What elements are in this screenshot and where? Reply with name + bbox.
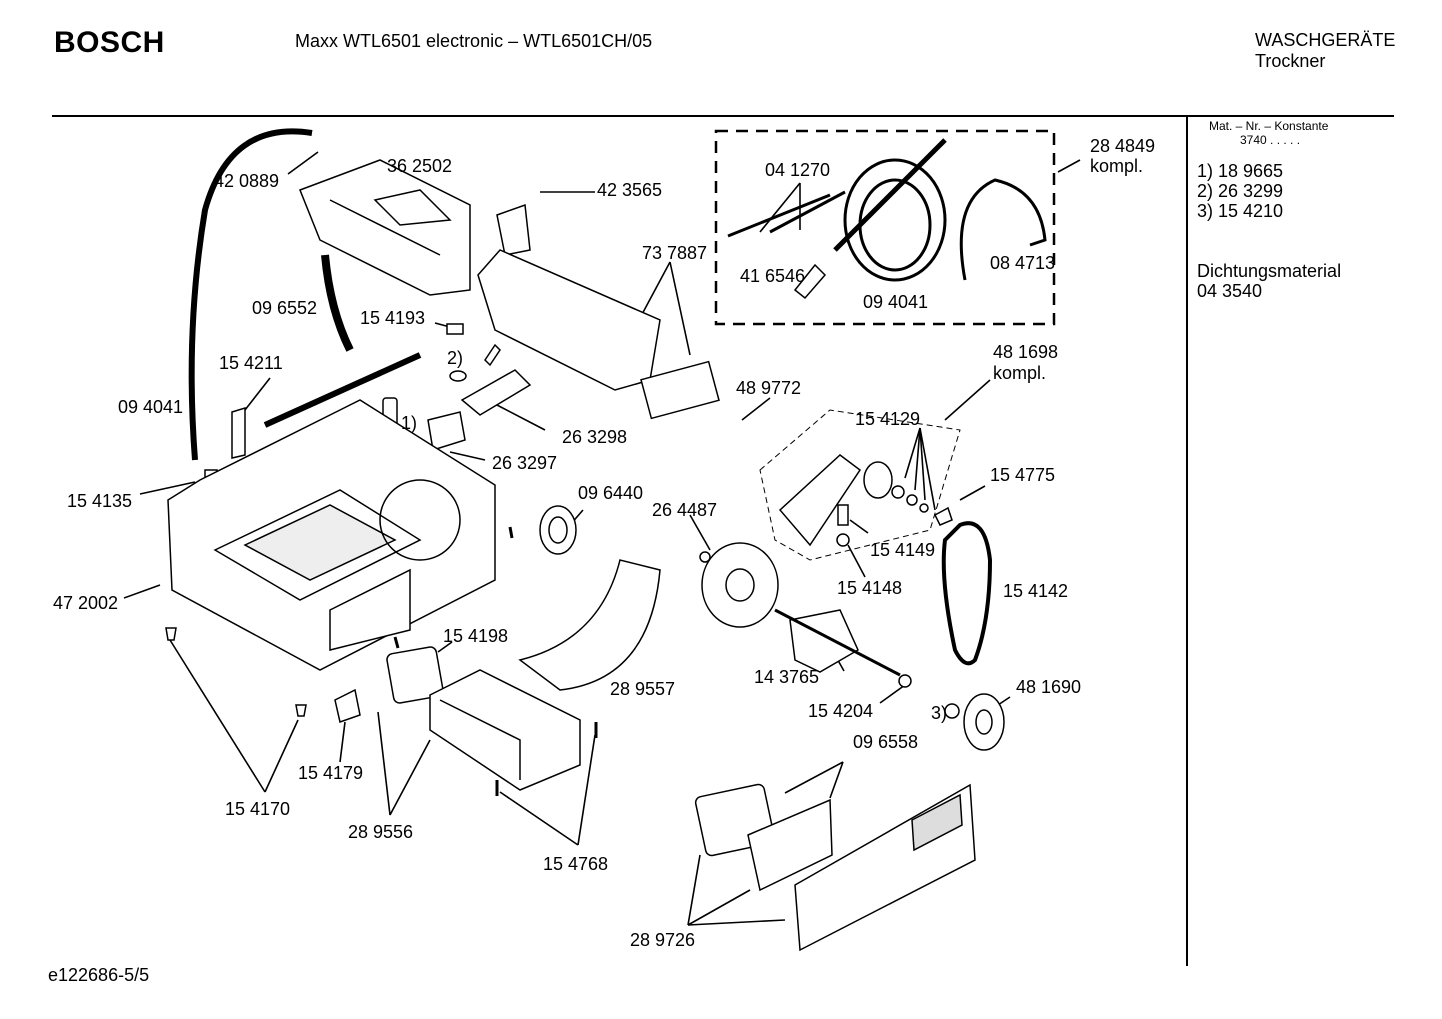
label-26-4487: 26 4487 — [652, 500, 718, 520]
water-tank — [477, 249, 661, 391]
sidebar-constant: Mat. – Nr. – Konstante 3740 . . . . . — [1197, 119, 1328, 147]
coiled-hose — [843, 158, 947, 282]
pulley-15-4129 — [863, 461, 893, 499]
category-block: WASCHGERÄTE Trockner — [1255, 30, 1395, 72]
label-26-3298: 26 3298 — [562, 427, 628, 447]
label-09-4041-kit: 09 4041 — [863, 292, 929, 312]
label-15-4211: 15 4211 — [219, 353, 283, 373]
label-48-1690: 48 1690 — [1016, 677, 1082, 697]
sidebar-sealing: Dichtungsmaterial 04 3540 — [1197, 261, 1341, 301]
label-42-0889: 42 0889 — [214, 171, 280, 191]
model-title: Maxx WTL6501 electronic – WTL6501CH/05 — [295, 31, 653, 51]
label-28-9556: 28 9556 — [348, 822, 414, 842]
leader-lines — [123, 151, 1081, 926]
label-15-4204: 15 4204 — [808, 701, 874, 721]
brand-logo: BOSCH — [54, 26, 165, 59]
label-14-3765: 14 3765 — [754, 667, 820, 687]
motor — [789, 609, 859, 673]
label-note-3: 3) — [931, 703, 948, 723]
label-15-4142: 15 4142 — [1003, 581, 1069, 601]
category-line-2: Trockner — [1255, 51, 1326, 71]
label-73-7887: 73 7887 — [642, 243, 708, 263]
sealing-label: Dichtungsmaterial — [1197, 261, 1342, 281]
label-15-4148: 15 4148 — [837, 578, 903, 598]
tensioner-arm — [778, 454, 862, 547]
hose-adapter — [793, 263, 827, 300]
tank-handle — [640, 360, 720, 420]
door-inner-frame — [747, 798, 833, 892]
label-note-2: 2) — [447, 348, 464, 368]
note-3: 3) 15 4210 — [1197, 201, 1284, 221]
filter-seal — [386, 646, 444, 704]
label-04-1270: 04 1270 — [765, 160, 831, 180]
label-09-6558: 09 6558 — [853, 732, 919, 752]
label-15-4775: 15 4775 — [990, 465, 1056, 485]
note-2: 2) 26 3299 — [1197, 181, 1284, 201]
label-48-1698: 48 1698 — [993, 342, 1059, 362]
label-41-6546: 41 6546 — [740, 266, 806, 286]
bracket-26-3298 — [460, 369, 532, 416]
label-26-3297: 26 3297 — [492, 453, 558, 473]
drive-belt — [941, 521, 993, 666]
label-15-4170: 15 4170 — [225, 799, 291, 819]
label-36-2502: 36 2502 — [387, 156, 453, 176]
water-cup — [496, 203, 531, 256]
note-1: 1) 18 9665 — [1197, 161, 1284, 181]
label-15-4179: 15 4179 — [298, 763, 364, 783]
label-kompl-1: kompl. — [1090, 156, 1144, 176]
label-09-4041-hose: 09 4041 — [118, 397, 184, 417]
drawing-code: e122686-5/5 — [48, 965, 150, 985]
hose-bracket — [959, 178, 1047, 281]
label-15-4768: 15 4768 — [543, 854, 609, 874]
switch-26-3297 — [427, 411, 466, 451]
label-15-4198: 15 4198 — [443, 626, 509, 646]
label-09-6440: 09 6440 — [578, 483, 644, 503]
label-28-4849: 28 4849 — [1090, 136, 1156, 156]
label-15-4193: 15 4193 — [360, 308, 426, 328]
constant-value: 3740 . . . . . — [1240, 133, 1301, 147]
fluff-filter — [429, 669, 581, 791]
sealing-number: 04 3540 — [1197, 281, 1263, 301]
label-42-3565: 42 3565 — [597, 180, 663, 200]
label-kompl-2: kompl. — [993, 363, 1047, 383]
label-note-1: 1) — [401, 413, 418, 433]
label-15-4135: 15 4135 — [67, 491, 133, 511]
label-28-9726: 28 9726 — [630, 930, 696, 950]
label-47-2002: 47 2002 — [53, 593, 119, 613]
constant-heading: Mat. – Nr. – Konstante — [1209, 119, 1329, 133]
curved-duct — [518, 559, 661, 691]
category-line-1: WASCHGERÄTE — [1255, 30, 1396, 50]
label-28-9557: 28 9557 — [610, 679, 676, 699]
sidebar-notes: 1) 18 9665 2) 26 3299 3) 15 4210 — [1197, 161, 1283, 221]
accessory-kit-box — [714, 129, 1056, 326]
drain-hose — [188, 128, 313, 461]
label-15-4129: 15 4129 — [855, 409, 921, 429]
label-09-6552: 09 6552 — [252, 298, 318, 318]
label-48-9772: 48 9772 — [736, 378, 802, 398]
parts-art — [165, 128, 1047, 952]
label-15-4149: 15 4149 — [870, 540, 936, 560]
label-08-4713: 08 4713 — [990, 253, 1056, 273]
